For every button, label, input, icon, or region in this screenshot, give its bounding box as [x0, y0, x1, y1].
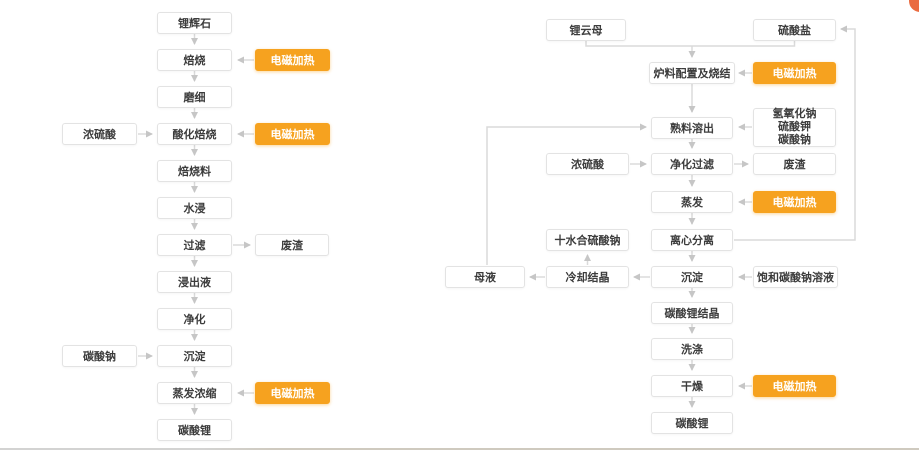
node-grinding: 磨细: [157, 86, 232, 108]
node-evaporation-concentration: 蒸发浓缩: [157, 382, 232, 404]
node-centrifugal-separation: 离心分离: [651, 229, 733, 251]
reagent-potassium-sulfate: 硫酸钾: [778, 121, 811, 133]
node-precipitation-right: 沉淀: [651, 266, 733, 288]
node-em-heating-4: 电磁加热: [753, 62, 836, 84]
node-lithium-carbonate-crystal: 碳酸锂结晶: [651, 302, 733, 324]
node-conc-sulfuric-acid-left: 浓硫酸: [62, 123, 137, 145]
node-sodium-sulfate-decahydrate: 十水合硫酸钠: [546, 229, 629, 251]
node-acid-roasting: 酸化焙烧: [157, 123, 232, 145]
node-saturated-soda-solution: 饱和碳酸钠溶液: [753, 266, 838, 288]
node-roasting: 焙烧: [157, 49, 232, 71]
node-lithium-carbonate-left: 碳酸锂: [157, 419, 232, 441]
node-conc-sulfuric-acid-right: 浓硫酸: [546, 153, 629, 175]
node-sulfate: 硫酸盐: [753, 19, 836, 41]
node-precipitation: 沉淀: [157, 345, 232, 367]
node-em-heating-6: 电磁加热: [753, 375, 836, 397]
node-reagents-group: 氢氧化钠 硫酸钾 碳酸钠: [753, 108, 836, 147]
reagent-sodium-hydroxide: 氢氧化钠: [772, 108, 817, 120]
node-waste-residue-right: 废渣: [753, 153, 836, 175]
node-roasted-material: 焙烧料: [157, 160, 232, 182]
node-filtration: 过滤: [157, 234, 232, 256]
node-lepidolite: 锂云母: [546, 19, 626, 41]
node-cooling-crystallization: 冷却结晶: [546, 266, 629, 288]
node-evaporation: 蒸发: [651, 191, 733, 213]
node-em-heating-2: 电磁加热: [255, 123, 330, 145]
node-charge-config-sintering: 炉料配置及烧结: [649, 62, 735, 84]
node-sodium-carbonate-input: 碳酸钠: [62, 345, 137, 367]
node-clinker-dissolution: 熟料溶出: [651, 117, 733, 139]
node-purification: 净化: [157, 308, 232, 330]
node-leachate: 浸出液: [157, 271, 232, 293]
bottom-divider: [0, 448, 919, 450]
node-washing: 洗涤: [651, 338, 733, 360]
node-water-leaching: 水浸: [157, 197, 232, 219]
node-mother-liquor: 母液: [445, 266, 525, 288]
node-lithium-carbonate-right: 碳酸锂: [651, 412, 733, 434]
node-em-heating-1: 电磁加热: [255, 49, 330, 71]
corner-badge-icon: [909, 0, 919, 12]
node-drying: 干燥: [651, 375, 733, 397]
node-purification-filtration: 净化过滤: [651, 153, 733, 175]
node-em-heating-5: 电磁加热: [753, 191, 836, 213]
reagent-sodium-carbonate: 碳酸钠: [778, 134, 811, 146]
node-spodumene: 锂辉石: [157, 12, 232, 34]
node-em-heating-3: 电磁加热: [255, 382, 330, 404]
node-waste-residue-left: 废渣: [255, 234, 329, 256]
